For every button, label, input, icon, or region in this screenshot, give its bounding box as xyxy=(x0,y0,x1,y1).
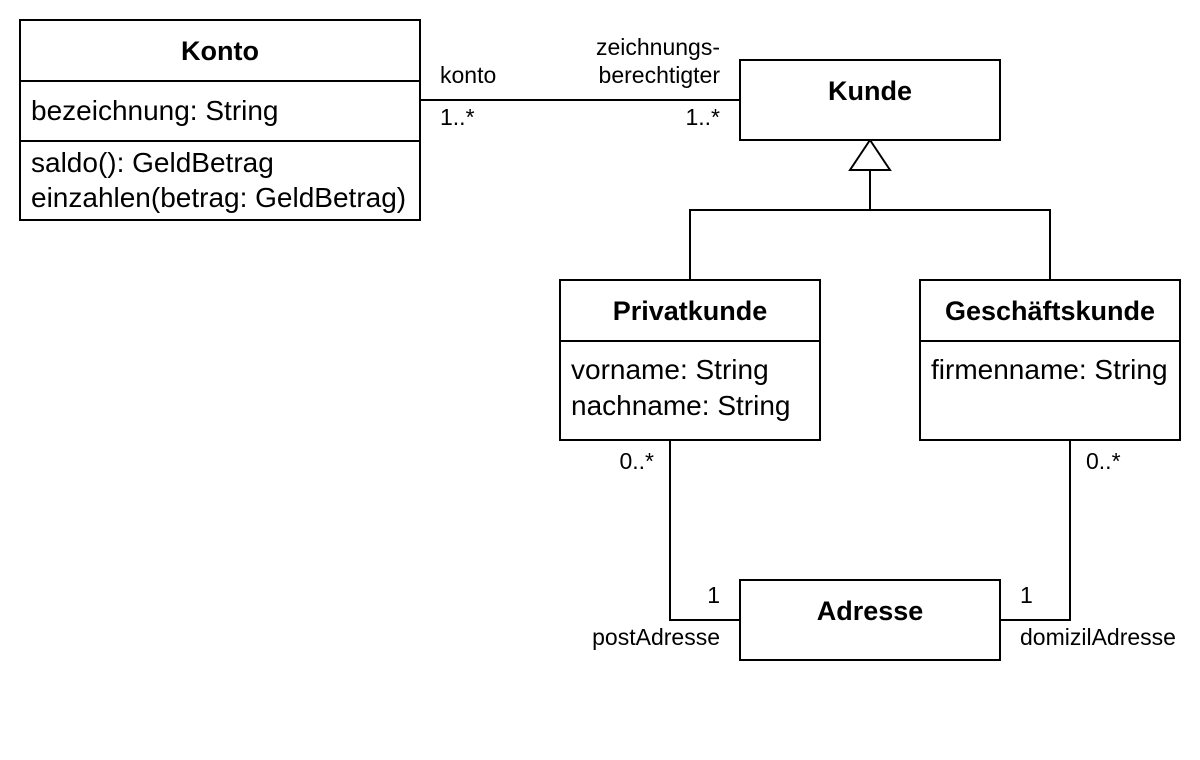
class-adresse[interactable]: Adresse xyxy=(739,579,1001,661)
class-konto-divider xyxy=(21,80,419,82)
class-privatkunde-divider xyxy=(561,340,819,342)
class-privatkunde[interactable]: Privatkunde vorname: String nachname: St… xyxy=(559,279,821,441)
role-label-zeichnungsberechtigter-line1: zeichnungs- xyxy=(595,34,720,60)
generalization-geschaeftskunde xyxy=(870,209,1051,280)
class-konto-divider xyxy=(21,140,419,142)
association-privatkunde-adresse xyxy=(669,440,740,621)
role-label-zeichnungsberechtigter-line2: berechtigter xyxy=(598,62,720,88)
class-privatkunde-attribute: vorname: String xyxy=(571,354,769,385)
role-label-postadresse: postAdresse xyxy=(592,624,720,650)
class-privatkunde-name: Privatkunde xyxy=(612,296,768,326)
class-geschaeftskunde-attribute: firmenname: String xyxy=(931,354,1168,385)
multiplicity-postadresse: 1 xyxy=(707,582,720,608)
generalization-privatkunde xyxy=(689,170,871,280)
class-kunde-name: Kunde xyxy=(828,76,912,106)
class-geschaeftskunde-name: Geschäftskunde xyxy=(944,296,1156,326)
multiplicity-domiziladresse: 1 xyxy=(1020,582,1033,608)
multiplicity-konto: 1..* xyxy=(440,104,475,130)
class-kunde[interactable]: Kunde xyxy=(739,59,1001,141)
class-geschaeftskunde-divider xyxy=(921,340,1179,342)
generalization-arrowhead xyxy=(848,138,892,171)
association-geschaeftskunde-adresse xyxy=(1000,440,1071,621)
class-konto-name: Konto xyxy=(181,36,259,66)
class-adresse-name: Adresse xyxy=(816,596,924,626)
class-konto-operation: einzahlen(betrag: GeldBetrag) xyxy=(31,182,407,213)
class-konto-attribute: bezeichnung: String xyxy=(31,95,279,126)
role-label-konto: konto xyxy=(440,62,497,88)
class-privatkunde-attribute: nachname: String xyxy=(571,390,791,421)
class-konto-operation: saldo(): GeldBetrag xyxy=(31,147,274,178)
class-geschaeftskunde[interactable]: Geschäftskunde firmenname: String xyxy=(919,279,1181,441)
multiplicity-kunde: 1..* xyxy=(685,104,720,130)
multiplicity-geschaeftskunde: 0..* xyxy=(1086,448,1121,474)
class-konto[interactable]: Konto bezeichnung: String saldo(): GeldB… xyxy=(19,19,421,221)
role-label-domiziladresse: domizilAdresse xyxy=(1020,624,1176,650)
multiplicity-privatkunde: 0..* xyxy=(619,448,654,474)
